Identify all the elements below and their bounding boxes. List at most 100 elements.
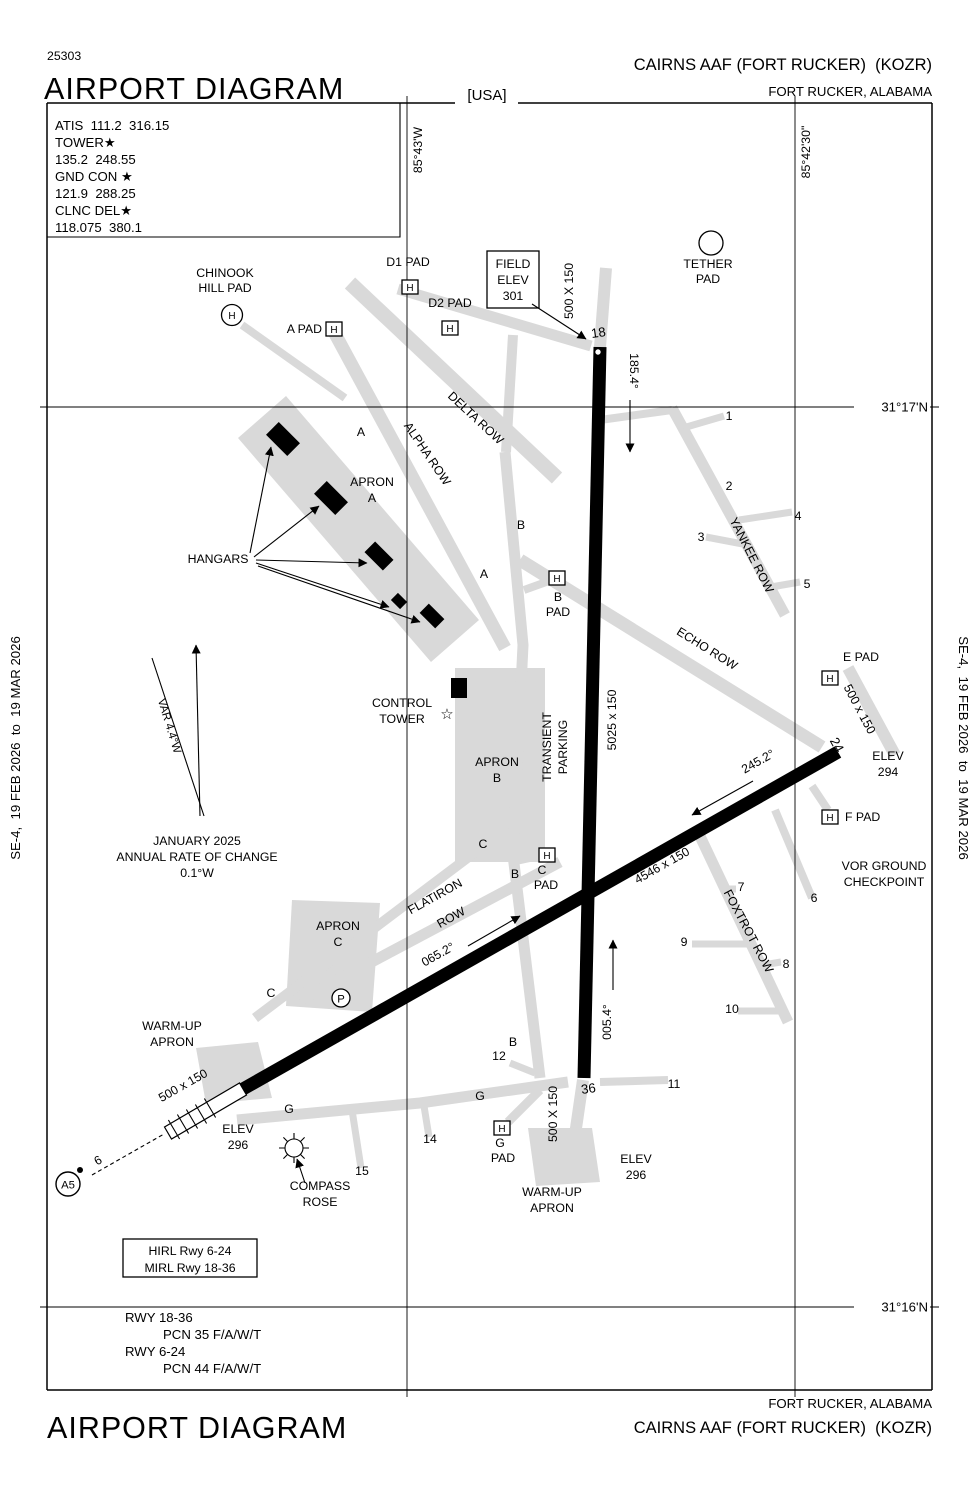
- runway6-approach-centerline: [91, 1133, 165, 1176]
- field-elev-label-2: ELEV: [497, 273, 529, 287]
- b-pad-label-1: B: [554, 590, 562, 604]
- taxiway-b-letter-1: B: [517, 518, 525, 532]
- elev-294-label-1: ELEV: [872, 749, 904, 763]
- hangars-arrow-5: [257, 565, 421, 624]
- taxiway-foxtrot-row: [693, 829, 793, 1025]
- f-pad-h-box: [821, 809, 839, 825]
- taxiway-g-letter-1: G: [284, 1102, 294, 1116]
- runway36-overrun-stub: [568, 1079, 589, 1143]
- comm-line-gnd: GND CON ★: [55, 169, 133, 184]
- compass-rose-ticks: [279, 1133, 309, 1163]
- yankee-row-label: YANKEE ROW: [727, 515, 777, 595]
- apron-a-label-2: A: [368, 491, 377, 505]
- lat-south-label-bg: [854, 1299, 930, 1315]
- field-elev-label-1: FIELD: [496, 257, 531, 271]
- warmup-apron-south-surface: [528, 1128, 600, 1186]
- hold-number-5: 5: [804, 577, 811, 591]
- chart-border: [46, 102, 933, 1391]
- taxiway-stub-12: [508, 1059, 537, 1077]
- warmup-west-label-2: APRON: [150, 1035, 194, 1049]
- b-pad-stub: [522, 577, 551, 594]
- overrun-bottom-dimension: 500 X 150: [546, 1086, 560, 1142]
- taxiway-a-letter-2: A: [480, 567, 489, 581]
- hangar-2: [314, 481, 348, 515]
- runway-24-numeral: 24: [827, 735, 847, 755]
- comm-line-atis: ATIS 111.2 316.15: [55, 118, 169, 133]
- heading-005-label: 005.4°: [600, 1004, 614, 1040]
- taxiway-stub-6: [771, 808, 816, 900]
- hold-number-12: 12: [492, 1049, 506, 1063]
- c-pad-stub: [515, 852, 540, 865]
- taxiway-stub-15: [348, 1109, 365, 1169]
- taxiway-b: [499, 451, 546, 1079]
- arrows: [151, 303, 754, 1184]
- frame-and-symbols: [46, 102, 933, 1391]
- hold-number-11: 11: [668, 1077, 681, 1091]
- overrun-top-dimension: 500 X 150: [562, 263, 576, 319]
- taxiway-stub-1b: [599, 406, 673, 424]
- footer-city: FORT RUCKER, ALABAMA: [768, 1396, 932, 1411]
- a-pad-label: A PAD: [287, 322, 322, 336]
- taxiway-echo-row: [516, 554, 826, 753]
- annual-change-label-1: JANUARY 2025: [153, 834, 241, 848]
- c-pad-label-1: C: [538, 863, 547, 877]
- annual-change-label-3: 0.1°W: [180, 866, 214, 880]
- runway-18-numeral: 18: [590, 324, 607, 341]
- b-pad-label-2: PAD: [546, 605, 570, 619]
- runway6-overrun: [163, 1082, 248, 1140]
- transient-parking-label-2: PARKING: [556, 720, 570, 774]
- pcn-label-3: RWY 6-24: [125, 1344, 185, 1359]
- parking-symbol-circle: [331, 988, 351, 1008]
- comm-box-border: [47, 103, 401, 238]
- hold-number-8: 8: [783, 957, 790, 971]
- b-pad-h: H: [553, 574, 560, 585]
- transient-parking-label-1: TRANSIENT: [540, 712, 554, 782]
- chinook-pad-h: H: [228, 311, 235, 322]
- vor-checkpoint-label-1: VOR GROUND: [842, 859, 927, 873]
- d1-pad-h-box: [401, 279, 419, 295]
- annual-change-label-2: ANNUAL RATE OF CHANGE: [116, 850, 277, 864]
- chinook-pad-circle: [220, 303, 244, 327]
- d2-pad-label: D2 PAD: [428, 296, 472, 310]
- runway-6-24: [239, 746, 842, 1095]
- taxiway-c: [251, 846, 482, 1022]
- lat-north-label-bg: [854, 399, 930, 415]
- runway18-overrun-stub: [594, 267, 612, 348]
- taxiway-g: [236, 1076, 569, 1126]
- hangars-arrow-1: [249, 446, 274, 554]
- tether-pad-label-2: PAD: [696, 272, 720, 286]
- taxiway-chinook-stub: [239, 321, 348, 402]
- taxiway-stub-3: [705, 533, 749, 549]
- latitude-north-label: 31°17'N: [881, 400, 928, 415]
- e-pad-label: E PAD: [843, 650, 879, 664]
- hold-number-6: 6: [811, 891, 818, 905]
- taxiway-c-letter-1: C: [479, 837, 488, 851]
- taxiway-c-letter-2: C: [267, 986, 276, 1000]
- taxiway-stub-4: [738, 508, 793, 524]
- runway6-overrun-hash: [167, 1098, 217, 1140]
- buildings: [266, 422, 467, 698]
- magnetic-variation-line: [151, 657, 205, 817]
- hold-a5-circle: [55, 1171, 81, 1197]
- a-pad-h-box: [325, 321, 343, 337]
- elev-296-south-label-2: 296: [626, 1168, 647, 1182]
- elev-294-label-2: 294: [878, 765, 899, 779]
- g-pad-label-1: G: [495, 1136, 505, 1150]
- f-pad-h: H: [826, 813, 833, 824]
- hold-number-4: 4: [795, 509, 802, 523]
- hold-number-15: 15: [355, 1164, 369, 1178]
- apron-c-label-2: C: [334, 935, 343, 949]
- hangar-5: [419, 603, 445, 629]
- g-pad-h: H: [498, 1124, 505, 1135]
- a-pad-h: H: [330, 325, 337, 336]
- hold-number-1: 1: [726, 409, 733, 423]
- hold-number-2: 2: [726, 479, 733, 493]
- comm-line-clnc-freq: 118.075 380.1: [55, 220, 142, 235]
- field-elev-label-3: 301: [503, 289, 524, 303]
- compass-rose-symbol: [279, 1133, 309, 1163]
- taxiway-flatiron-row: [297, 857, 563, 1005]
- hold-number-14: 14: [423, 1132, 437, 1146]
- control-tower-building: [451, 678, 467, 698]
- apron-a-surface: [238, 396, 479, 662]
